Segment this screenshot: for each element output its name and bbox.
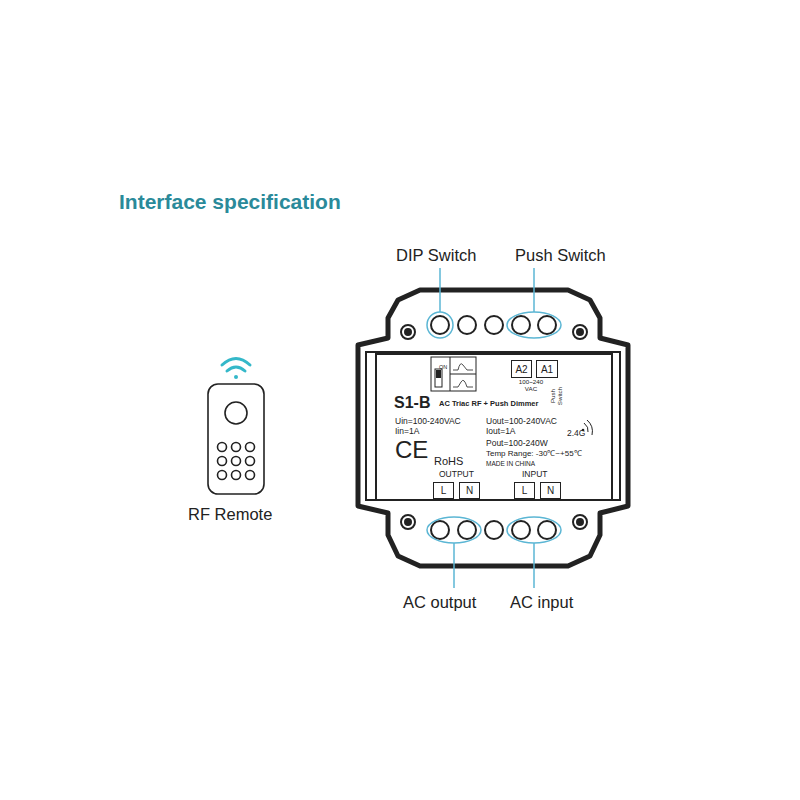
panel-text: OUTPUT xyxy=(439,470,474,479)
panel-text: INPUT xyxy=(522,470,548,479)
dip-switch xyxy=(435,369,442,387)
waveform xyxy=(453,364,473,370)
remote-key xyxy=(232,471,241,480)
terminal-label: N xyxy=(547,485,554,496)
panel-text: 100~240 VAC xyxy=(517,379,545,393)
panel-text: ON xyxy=(439,364,447,370)
terminal-hole xyxy=(538,521,556,539)
terminal-hole xyxy=(512,316,530,334)
dip-lever xyxy=(436,370,441,378)
callout-label: AC input xyxy=(510,593,573,611)
housing xyxy=(358,290,628,566)
terminal-box: L xyxy=(433,482,454,499)
callout-label: DIP Switch xyxy=(396,246,476,264)
terminal-box: A1 xyxy=(536,360,558,378)
panel-text: RoHS xyxy=(434,455,463,467)
callout-label: RF Remote xyxy=(188,505,272,523)
terminal-box: L xyxy=(514,482,535,499)
screw xyxy=(573,325,587,339)
signal-icon xyxy=(222,359,250,380)
remote-key xyxy=(246,471,255,480)
screw xyxy=(573,515,587,529)
screw xyxy=(577,519,583,525)
rf-remote xyxy=(208,384,264,494)
remote-key xyxy=(246,443,255,452)
terminal-label: A1 xyxy=(541,364,553,375)
remote-key xyxy=(246,457,255,466)
terminal-label: L xyxy=(441,485,447,496)
screw xyxy=(405,329,411,335)
panel-text: Temp Range: -30℃~+55℃ xyxy=(486,450,582,459)
panel-text: Iin=1A xyxy=(395,427,419,436)
panel-text: Iout=1A xyxy=(486,427,516,436)
panel-text: CE xyxy=(395,437,428,463)
terminal-hole xyxy=(431,521,449,539)
screw xyxy=(405,519,411,525)
terminal-label: N xyxy=(466,485,473,496)
terminal-hole xyxy=(485,521,503,539)
terminal-hole xyxy=(431,316,449,334)
terminal-box: N xyxy=(540,482,561,499)
panel-text: Uout=100-240VAC xyxy=(486,417,557,426)
terminal-label: A2 xyxy=(515,364,527,375)
terminal-hole xyxy=(512,521,530,539)
divider xyxy=(450,374,476,375)
remote-key xyxy=(218,471,227,480)
title: Interface specification xyxy=(119,190,341,213)
screw xyxy=(401,515,415,529)
panel-text: AC Triac RF + Push Dimmer xyxy=(439,400,538,408)
terminal-box: A2 xyxy=(511,360,532,378)
panel-text: 2.4G xyxy=(567,429,585,438)
panel-text: MADE IN CHINA xyxy=(486,460,535,467)
screw xyxy=(401,325,415,339)
terminal-box: N xyxy=(459,482,480,499)
terminal-hole xyxy=(458,316,476,334)
panel-text: Push Switch xyxy=(550,385,564,407)
remote-key xyxy=(218,443,227,452)
label-panel: ON S1-B AC Triac RF + Push DimmerUin=100-2… xyxy=(375,353,613,501)
waveform xyxy=(453,380,473,387)
remote-key xyxy=(218,457,227,466)
terminal-label: L xyxy=(522,485,528,496)
callout-label: AC output xyxy=(403,593,476,611)
callout-label: Push Switch xyxy=(515,246,606,264)
remote-key xyxy=(232,457,241,466)
terminal-hole xyxy=(458,521,476,539)
panel-text: S1-B xyxy=(394,394,430,412)
panel-text: Uin=100-240VAC xyxy=(395,417,461,426)
screw xyxy=(577,329,583,335)
panel-text: Pout=100-240W xyxy=(486,439,548,448)
terminal-hole xyxy=(538,316,556,334)
remote-key xyxy=(232,443,241,452)
dip-frame xyxy=(431,357,476,391)
terminal-hole xyxy=(485,316,503,334)
